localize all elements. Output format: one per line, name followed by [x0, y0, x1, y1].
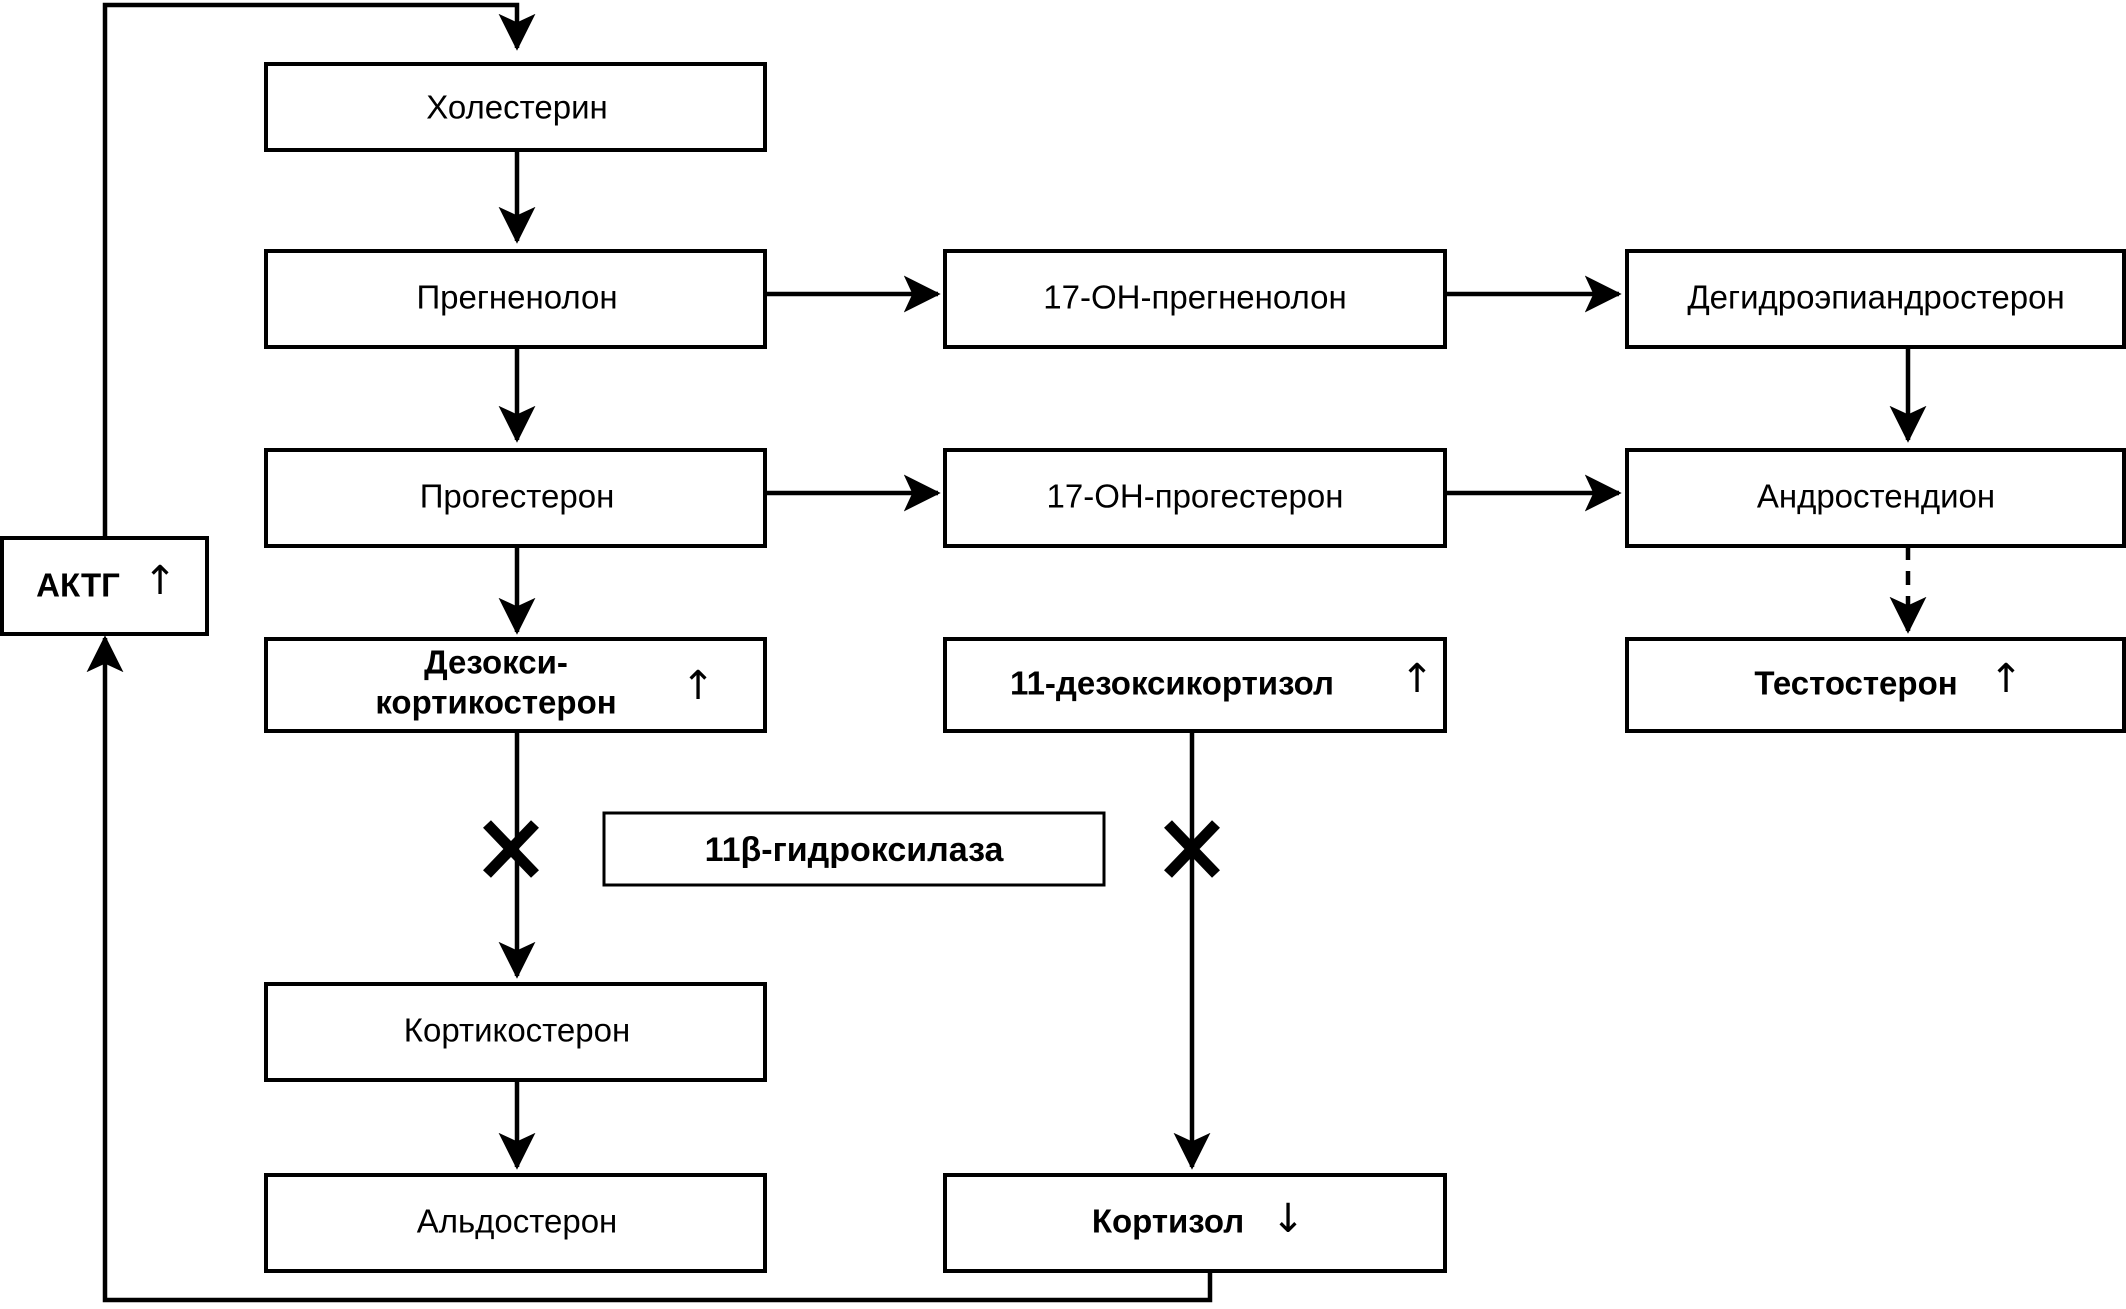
up-arrow-icon-testosterone: ↑: [1989, 656, 2023, 702]
node-acth-label: АКТГ: [36, 567, 120, 604]
up-arrow-icon-acth: ↑: [143, 558, 177, 604]
node-androstenedione[interactable]: Андростендион: [1625, 448, 2126, 548]
node-17-oh-pregnenolone[interactable]: 17-ОН-прегненолон: [943, 249, 1447, 349]
node-deoxycorticosterone[interactable]: Дезокси- кортикостерон ↑: [264, 637, 767, 733]
node-17-oh-progesterone-label: 17-ОН-прогестерон: [1047, 478, 1344, 515]
node-corticosterone[interactable]: Кортикостерон: [264, 982, 767, 1082]
block-mark-corticosterone-pathway: [483, 820, 539, 878]
node-17-oh-progesterone[interactable]: 17-ОН-прогестерон: [943, 448, 1447, 548]
node-progesterone[interactable]: Прогестерон: [264, 448, 767, 548]
node-dhea-label: Дегидроэпиандростерон: [1687, 279, 2064, 316]
node-deoxycortisol[interactable]: 11-дезоксикортизол ↑: [943, 637, 1447, 733]
node-testosterone[interactable]: Тестостерон ↑: [1625, 637, 2126, 733]
node-cholesterol-label: Холестерин: [426, 89, 607, 126]
node-pregnenolone[interactable]: Прегненолон: [264, 249, 767, 349]
node-progesterone-label: Прогестерон: [420, 478, 615, 515]
node-cortisol-label: Кортизол: [1092, 1203, 1244, 1240]
node-corticosterone-label: Кортикостерон: [404, 1012, 630, 1049]
node-pregnenolone-label: Прегненолон: [416, 279, 617, 316]
node-cortisol[interactable]: Кортизол ↓: [943, 1173, 1447, 1273]
node-androstenedione-label: Андростендион: [1757, 478, 1995, 515]
down-arrow-icon-cortisol: ↓: [1271, 1196, 1305, 1242]
node-17-oh-pregnenolone-label: 17-ОН-прегненолон: [1043, 279, 1346, 316]
node-deoxycortisol-label: 11-дезоксикортизол: [1010, 665, 1334, 702]
node-deoxycorticosterone-label-line1: Дезокси-: [424, 644, 568, 681]
node-dhea[interactable]: Дегидроэпиандростерон: [1625, 249, 2126, 349]
node-cholesterol[interactable]: Холестерин: [264, 62, 767, 152]
feedback-edge-acth-to-cholesterol: [102, 2, 536, 570]
node-aldosterone[interactable]: Альдостерон: [264, 1173, 767, 1273]
node-acth[interactable]: АКТГ ↑: [0, 536, 209, 636]
up-arrow-icon-deoxycortisol: ↑: [1400, 656, 1434, 702]
node-enzyme-label: 11β-гидроксилаза: [705, 831, 1005, 869]
node-testosterone-label: Тестостерон: [1754, 665, 1957, 702]
node-deoxycorticosterone-label-line2: кортикостерон: [375, 684, 616, 721]
block-mark-cortisol-pathway: [1164, 820, 1220, 878]
up-arrow-icon-deoxycorticosterone: ↑: [681, 663, 715, 709]
node-aldosterone-label: Альдостерон: [417, 1203, 618, 1240]
node-enzyme-11b-hydroxylase[interactable]: 11β-гидроксилаза: [602, 811, 1106, 887]
